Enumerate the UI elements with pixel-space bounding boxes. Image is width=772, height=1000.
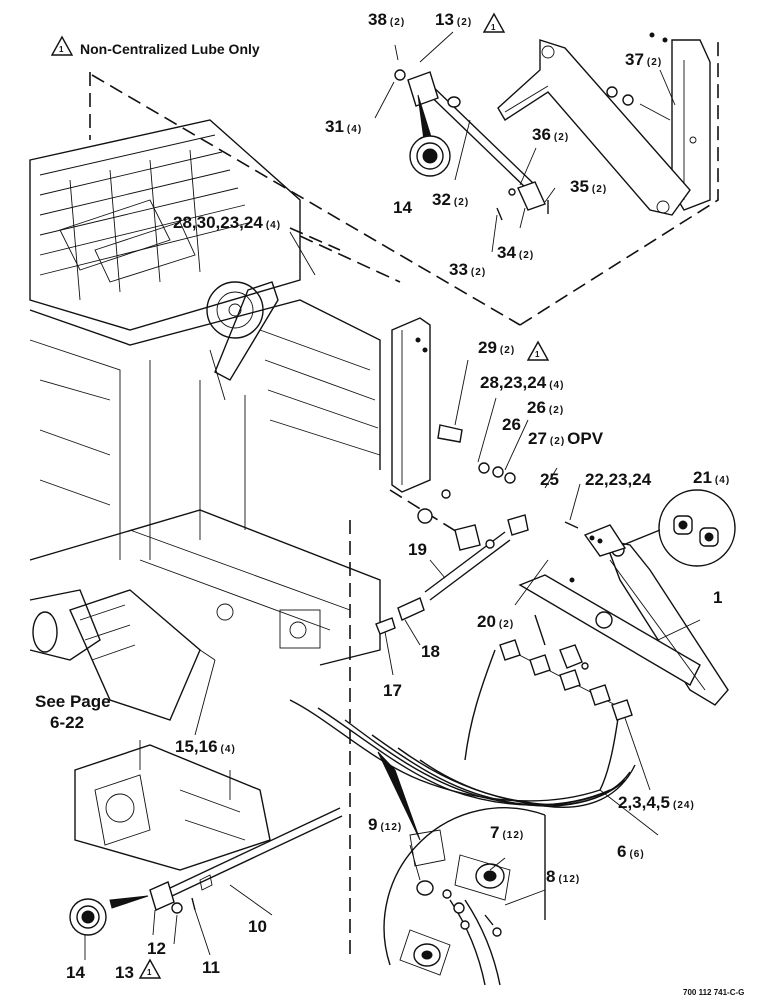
- callout-36: 36(2): [532, 125, 569, 144]
- callout-25: 25: [540, 470, 559, 489]
- callout-7: 7(12): [490, 823, 524, 842]
- callout-26-a: 26(2): [527, 398, 564, 417]
- warning-triangle-icon: [526, 340, 550, 361]
- callout-6: 6(6): [617, 842, 645, 861]
- see-page-line2: 6-22: [50, 713, 84, 732]
- callout-10: 10: [248, 917, 267, 936]
- top-arm-assembly: [394, 32, 711, 221]
- callout-37: 37(2): [625, 50, 662, 69]
- callout-14-bottom: 14: [66, 963, 85, 982]
- callout-19: 19: [408, 540, 427, 559]
- see-page-line1: See Page: [35, 692, 111, 711]
- callout-18: 18: [421, 642, 440, 661]
- callout-2-3-4-5: 2,3,4,5(24): [618, 793, 695, 812]
- triangle-number: 1: [147, 968, 152, 977]
- middle-assembly: [375, 317, 736, 706]
- callout-labels: 38(2) 13(2) 1 37(2) 31(4) 36(2) 35(2) 32…: [66, 10, 730, 982]
- figure-id: 700 112 741-C-G: [683, 988, 744, 997]
- callout-34: 34(2): [497, 243, 534, 262]
- lube-note: 1 Non-Centralized Lube Only: [50, 35, 260, 57]
- callout-17: 17: [383, 681, 402, 700]
- callout-31: 31(4): [325, 117, 362, 136]
- callout-28-23-24: 28,23,24(4): [480, 373, 564, 392]
- baler-frame: [29, 119, 381, 871]
- warning-triangle-icon: [50, 35, 74, 56]
- callout-20: 20(2): [477, 612, 514, 631]
- warning-triangle-icon: [138, 958, 162, 979]
- callout-33: 33(2): [449, 260, 486, 279]
- triangle-number: 1: [535, 350, 540, 359]
- callout-13-top: 13(2): [435, 10, 472, 29]
- callout-15-16: 15,16(4): [175, 737, 236, 756]
- warning-triangle-icon: [482, 12, 506, 33]
- callout-27: 27(2)OPV: [528, 429, 604, 448]
- callout-12: 12: [147, 939, 166, 958]
- roller-detail: [377, 751, 546, 986]
- leader-lines: [84, 31, 701, 960]
- callout-26-b: 26: [502, 415, 521, 434]
- callout-9: 9(12): [368, 815, 402, 834]
- callout-32: 32(2): [432, 190, 469, 209]
- callout-38: 38(2): [368, 10, 405, 29]
- lower-shaft-assembly: [69, 807, 343, 936]
- curved-guides: [289, 639, 636, 808]
- callout-13-bottom: 13: [115, 963, 134, 982]
- callout-11: 11: [202, 958, 220, 977]
- callout-21: 21(4): [693, 468, 730, 487]
- callout-35: 35(2): [570, 177, 607, 196]
- note-triangle-number: 1: [59, 45, 64, 54]
- note-text: Non-Centralized Lube Only: [80, 41, 260, 57]
- triangle-number: 1: [491, 23, 496, 32]
- callout-1: 1: [713, 588, 722, 607]
- callout-22-23-24: 22,23,24: [585, 470, 652, 489]
- callout-8: 8(12): [546, 867, 580, 886]
- bearing-top: [409, 94, 451, 177]
- callout-29: 29(2): [478, 338, 515, 357]
- callout-14-top: 14: [393, 198, 412, 217]
- callout-28-30-23-24: 28,30,23,24(4): [173, 213, 281, 232]
